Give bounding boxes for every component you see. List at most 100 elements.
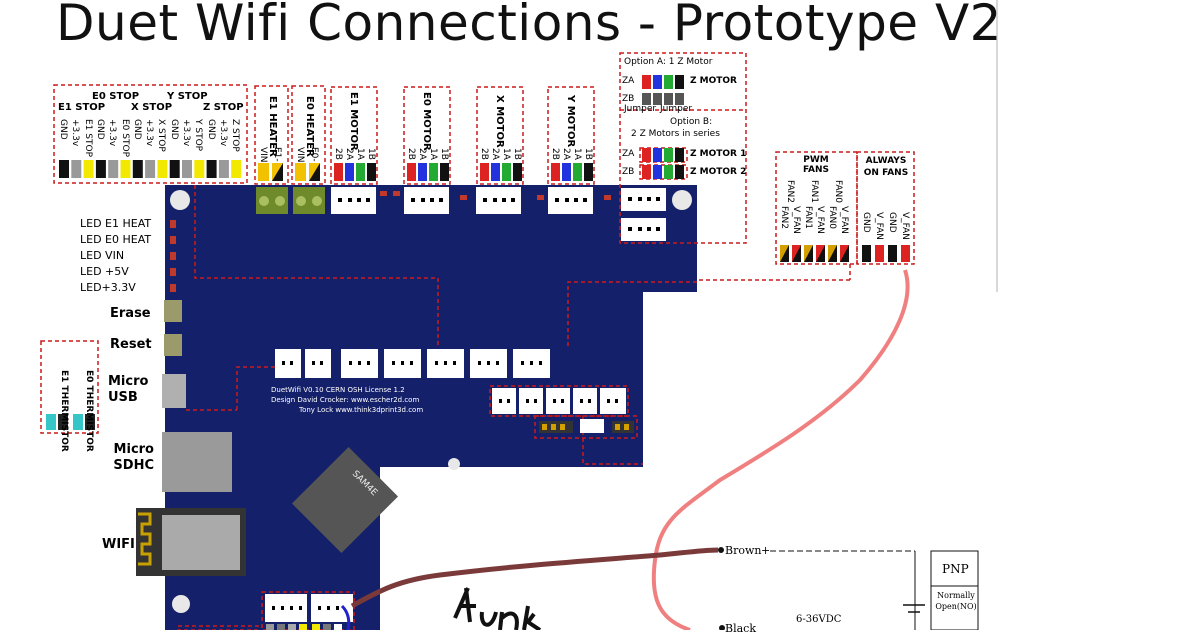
mounting-hole <box>170 190 190 210</box>
endstop-pin <box>95 160 106 178</box>
motor-pin <box>440 163 449 181</box>
pwm-fan-pin-label: FAN2 <box>779 206 789 229</box>
endstop-pin-label: GND <box>58 119 68 140</box>
jumper-pin <box>664 93 673 105</box>
endstop-pin <box>120 160 131 178</box>
endstops-box <box>53 84 248 184</box>
z-motor-pin <box>653 148 662 162</box>
pwm-fan-pin-label: V_FAN <box>815 206 825 234</box>
z-motor-pin <box>664 148 673 162</box>
e0-motor-label: E0 MOTOR <box>421 92 432 151</box>
endstop-pin-label: Z STOP <box>230 119 241 152</box>
endstop-header-e1: E1 STOP <box>58 102 106 113</box>
led-label: LED+3.3V <box>80 281 136 294</box>
motor-pin-label: 1A <box>355 148 365 160</box>
e0-thermistor-label: E0 THERMISTOR <box>84 370 94 452</box>
motor-pin <box>513 163 522 181</box>
normally-open-label: Normally Open(NO) <box>935 591 977 611</box>
motor-pin <box>356 163 365 181</box>
x-motor-box <box>476 86 524 185</box>
endstop-pin <box>59 160 69 178</box>
z-motor-pin <box>642 75 651 89</box>
page-title: Duet Wifi Connections - Prototype V2 <box>56 0 1002 52</box>
micro-usb-label: Micro USB <box>108 374 149 405</box>
za-label-b: ZA <box>622 149 635 159</box>
jumper-label-1: Jumper <box>624 104 657 114</box>
motor-pin <box>584 163 593 181</box>
motor-pin-label: 2A <box>490 148 500 160</box>
endstop-pin <box>132 160 143 178</box>
board-text-1: DuetWifi V0.10 CERN OSH License 1.2 <box>271 386 405 394</box>
z-motor-pin <box>653 75 662 89</box>
pwm-fan-pin-label: FAN1 <box>803 206 813 229</box>
endstop-pin <box>194 160 205 178</box>
z-option-b: Option B: <box>670 117 713 127</box>
motor-pin <box>334 163 343 181</box>
motor-pin-label: 2A <box>417 148 427 160</box>
motor-pin-label: 1A <box>501 148 511 160</box>
thermistors-box <box>40 340 99 434</box>
endstop-pin-label: +3.3v <box>217 119 228 147</box>
mounting-hole <box>672 190 692 210</box>
z-motor-pin <box>642 165 651 179</box>
endstop-pin <box>71 160 82 178</box>
e1-motor-box <box>330 86 378 185</box>
endstop-pin-label: GND <box>131 119 142 140</box>
z-motor-pin <box>675 148 684 162</box>
motor-pin-label: 2B <box>550 148 560 160</box>
endstop-pin <box>218 160 229 178</box>
e0-heater-pin-neg: E0- <box>309 147 319 162</box>
jumper-pin <box>675 93 684 105</box>
zb-label-b: ZB <box>622 167 635 177</box>
brown-wire-label: Brown <box>725 544 762 557</box>
za-label: ZA <box>622 76 635 86</box>
motor-pin-label: 2A <box>344 148 354 160</box>
always-on-fans-title: ALWAYS ON FANS <box>863 156 909 178</box>
brown-wire <box>350 547 719 609</box>
motor-pin <box>418 163 427 181</box>
handwriting-scribble <box>453 587 542 630</box>
endstop-pin-label: GND <box>94 119 105 140</box>
always-on-fans-box <box>856 151 915 265</box>
e0-heater-box <box>291 85 326 185</box>
z-motor-pin <box>642 148 651 162</box>
always-on-fan-pin-label: GND <box>861 212 871 233</box>
endstop-pin-label: +3.3v <box>107 119 118 147</box>
motor-pin <box>429 163 438 181</box>
motor-pin <box>551 163 560 181</box>
z-motor-1-label: Z MOTOR 1 <box>690 149 747 159</box>
y-motor-box <box>547 86 595 185</box>
led-label: LED E1 HEAT <box>80 217 152 230</box>
pwm-fan-pin-label: V_FAN <box>839 206 849 234</box>
endstop-pin-label: GND <box>168 119 179 140</box>
pwm-fan-name: FAN1 <box>809 180 819 203</box>
always-on-fan-pin-label: V_FAN <box>874 212 884 240</box>
zb-label: ZB <box>622 94 635 104</box>
motor-pin-label: 1A <box>572 148 582 160</box>
y-motor-label: Y MOTOR <box>565 95 576 148</box>
led-label: LED VIN <box>80 249 125 262</box>
pwm-fan-pin-label: FAN0 <box>827 206 837 229</box>
motor-pin <box>345 163 354 181</box>
micro-sdhc-label: Micro SDHC <box>113 442 154 473</box>
endstop-pin <box>145 160 156 178</box>
e0-heater-pin-vin: VIN <box>295 147 305 163</box>
endstop-header-x: X STOP <box>131 102 173 113</box>
endstop-header-z: Z STOP <box>203 102 244 113</box>
pwm-fan-pin-label: V_FAN <box>791 206 801 234</box>
z-motor-pin <box>664 165 673 179</box>
x-motor-label: X MOTOR <box>494 95 505 148</box>
pcb-board <box>165 185 697 630</box>
endstop-pin-label: E0 STOP <box>119 119 130 157</box>
endstop-pin <box>182 160 192 178</box>
endstop-pin <box>169 160 180 178</box>
motor-pin <box>407 163 416 181</box>
black-wire-label: Black <box>725 622 756 635</box>
e1-heater-box <box>254 85 289 185</box>
board-text-2: Design David Crocker: www.escher2d.com <box>271 396 420 404</box>
always-on-fan-pin <box>888 245 897 262</box>
endstop-pin-label: GND <box>205 119 216 140</box>
wifi-label: WIFI <box>102 537 135 552</box>
pwm-fans-title: PWM FANS <box>802 155 830 175</box>
